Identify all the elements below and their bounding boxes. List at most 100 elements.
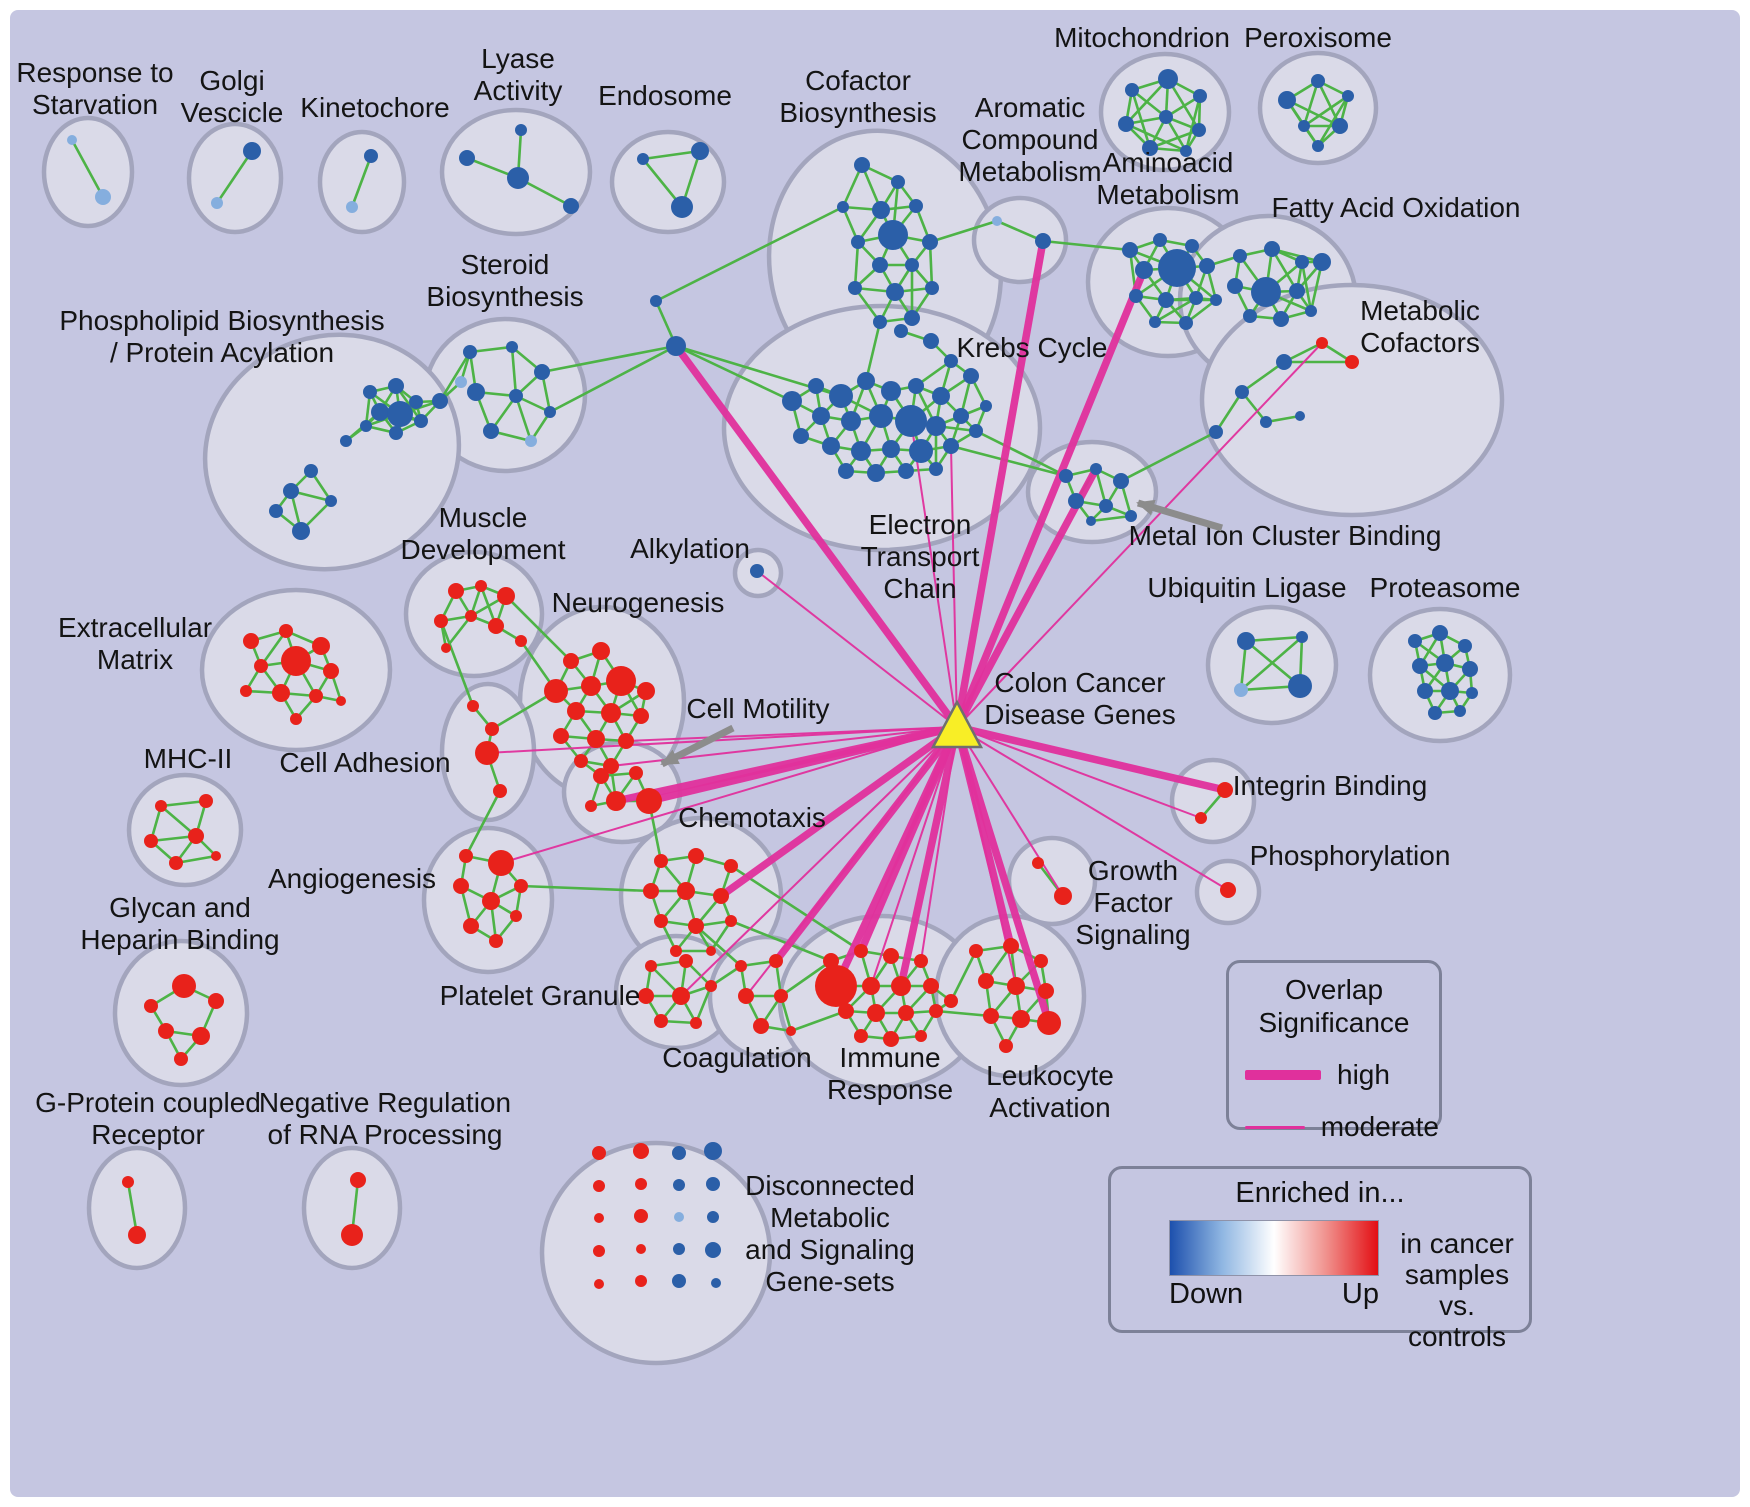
gene-set-node	[1037, 1011, 1061, 1035]
gene-set-node	[1210, 294, 1222, 306]
inter-cluster-edge	[780, 959, 832, 998]
gene-set-node	[914, 954, 928, 968]
mitochondrion-label: Mitochondrion	[1054, 22, 1230, 53]
gene-set-node	[1195, 812, 1207, 824]
gene-set-node	[883, 1031, 899, 1047]
gene-set-node	[1243, 309, 1257, 323]
moderate-significance-label: moderate	[1320, 1111, 1439, 1142]
gene-set-node	[634, 1209, 648, 1223]
gene-set-node	[1158, 69, 1178, 89]
gene-set-edge	[1131, 88, 1167, 119]
gene-set-node	[489, 934, 503, 948]
gene-set-edge	[514, 395, 533, 442]
gene-set-node	[894, 324, 908, 338]
overlap-edge-moderate	[486, 726, 958, 754]
inter-cluster-edge	[520, 884, 652, 893]
gene-set-node	[1158, 249, 1196, 287]
gene-set-node	[371, 403, 389, 421]
gene-set-node	[854, 1029, 868, 1043]
gene-set-node	[1428, 706, 1442, 720]
gene-set-node	[592, 1146, 606, 1160]
gene-set-node	[650, 295, 662, 307]
gene-set-node	[283, 483, 299, 499]
gene-set-node	[915, 1030, 927, 1042]
gene-set-node	[841, 411, 861, 431]
gene-set-node	[553, 728, 569, 744]
gene-set-node	[510, 910, 522, 922]
gene-set-node	[128, 1226, 146, 1244]
gene-set-node	[158, 1023, 174, 1039]
gene-set-node	[506, 341, 518, 353]
gene-set-node	[1129, 289, 1143, 303]
gene-set-node	[774, 989, 788, 1003]
gene-set-node	[635, 1178, 647, 1190]
gene-set-node	[1012, 1010, 1030, 1028]
gene-set-node	[1296, 631, 1308, 643]
gene-set-node	[1264, 241, 1280, 257]
gene-set-node	[144, 834, 158, 848]
gene-set-node	[208, 993, 224, 1009]
gene-set-node	[848, 281, 862, 295]
gene-set-node	[515, 635, 527, 647]
gene-set-node	[312, 637, 330, 655]
gene-set-node	[594, 1279, 604, 1289]
gene-set-node	[688, 848, 704, 864]
nodes	[67, 69, 1478, 1289]
overlap-edge-moderate	[956, 726, 1202, 819]
chemotaxis-label: Chemotaxis	[678, 802, 826, 833]
gene-set-node	[188, 828, 204, 844]
gene-set-node	[672, 1274, 686, 1288]
gene-set-node	[886, 283, 904, 301]
gene-set-node	[862, 977, 880, 995]
ubiquitin-ligase-label: Ubiquitin Ligase	[1147, 572, 1346, 603]
gene-set-node	[635, 1275, 647, 1287]
gene-set-edge	[853, 287, 882, 323]
gene-set-node	[465, 610, 477, 622]
gene-set-edge	[350, 155, 373, 208]
colon-cancer-hub-node	[930, 699, 984, 749]
inter-cluster-edge	[655, 205, 844, 303]
gene-set-node	[1032, 857, 1044, 869]
gene-set-node	[606, 791, 626, 811]
gene-set-node	[1458, 639, 1472, 653]
gene-set-node	[980, 400, 992, 412]
inter-cluster-edge	[929, 219, 998, 244]
inter-cluster-edge	[864, 321, 882, 382]
gene-set-node	[585, 800, 597, 812]
gene-set-node	[923, 333, 939, 349]
gene-set-node	[155, 800, 167, 812]
gene-set-node	[872, 201, 890, 219]
gene-set-node	[1235, 385, 1249, 399]
moderate-significance-line	[1245, 1125, 1305, 1129]
gene-set-node	[574, 754, 588, 768]
cell-motility-pointer-arrow	[660, 724, 735, 768]
gene-set-node	[633, 708, 649, 724]
gene-set-node	[144, 999, 158, 1013]
legend-overlap-significance: Overlap Significance high moderate	[1226, 960, 1442, 1142]
gene-set-node	[1237, 632, 1255, 650]
overlap-legend-title: Overlap Significance	[1229, 973, 1439, 1039]
gene-set-node	[441, 643, 451, 653]
enriched-legend-title: Enriched in...	[1235, 1177, 1405, 1209]
overlap-edge-moderate	[745, 726, 958, 997]
inter-cluster-edge	[439, 620, 475, 707]
gene-set-node	[482, 892, 500, 910]
gene-set-node	[174, 1052, 188, 1066]
gene-set-node	[448, 583, 464, 599]
gene-set-node	[643, 883, 659, 899]
gene-set-edge	[1149, 128, 1200, 150]
overlap-title-line2: Significance	[1258, 1007, 1410, 1038]
gene-set-node	[867, 464, 885, 482]
gene-set-node	[475, 580, 487, 592]
gene-set-node	[1038, 983, 1054, 999]
gene-set-node	[336, 696, 346, 706]
gene-set-node	[485, 722, 499, 736]
gene-set-node	[637, 682, 655, 700]
gene-set-node	[713, 888, 729, 904]
